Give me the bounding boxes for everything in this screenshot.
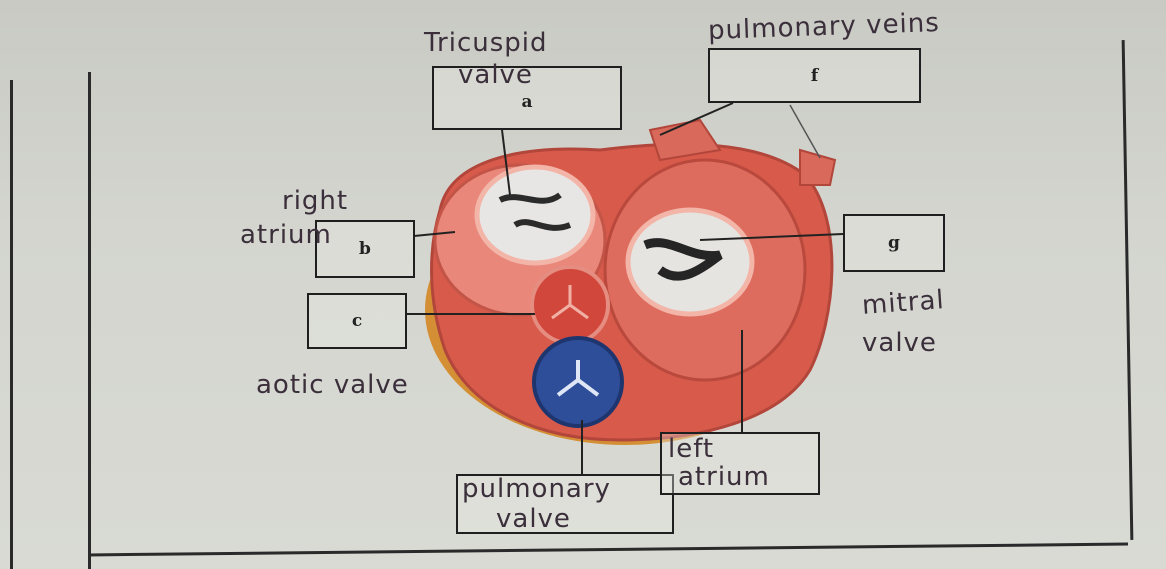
handwritten-tricuspid: Tricuspid <box>424 30 548 56</box>
pulmonary-vein-stub-right <box>800 150 835 185</box>
handwritten-left-atrium: atrium <box>678 464 770 490</box>
handwritten-mitral: mitral <box>861 287 945 319</box>
handwritten-mitral-valve: valve <box>862 330 937 356</box>
handwritten-pulmonary-veins: pulmonary veins <box>708 10 941 44</box>
label-box-f[interactable]: f <box>708 48 921 103</box>
mitral-valve-opening <box>628 210 752 314</box>
label-letter-a: a <box>521 92 532 112</box>
tricuspid-valve-opening <box>477 167 593 263</box>
handwritten-tricuspid-valve: valve <box>458 62 533 88</box>
handwritten-right: right <box>282 188 348 214</box>
handwritten-aortic-valve: aotic valve <box>256 372 409 398</box>
handwritten-left: left <box>668 436 714 462</box>
label-box-c[interactable]: c <box>307 293 407 349</box>
handwritten-pulmonary-valve: pulmonary <box>462 476 611 502</box>
label-letter-g: g <box>888 233 900 253</box>
handwritten-pulmonary-valve-2: valve <box>496 506 571 532</box>
handwritten-atrium: atrium <box>240 222 332 248</box>
label-letter-c: c <box>352 311 362 331</box>
label-letter-f: f <box>811 66 818 86</box>
label-letter-b: b <box>359 239 371 259</box>
label-box-g[interactable]: g <box>843 214 945 272</box>
